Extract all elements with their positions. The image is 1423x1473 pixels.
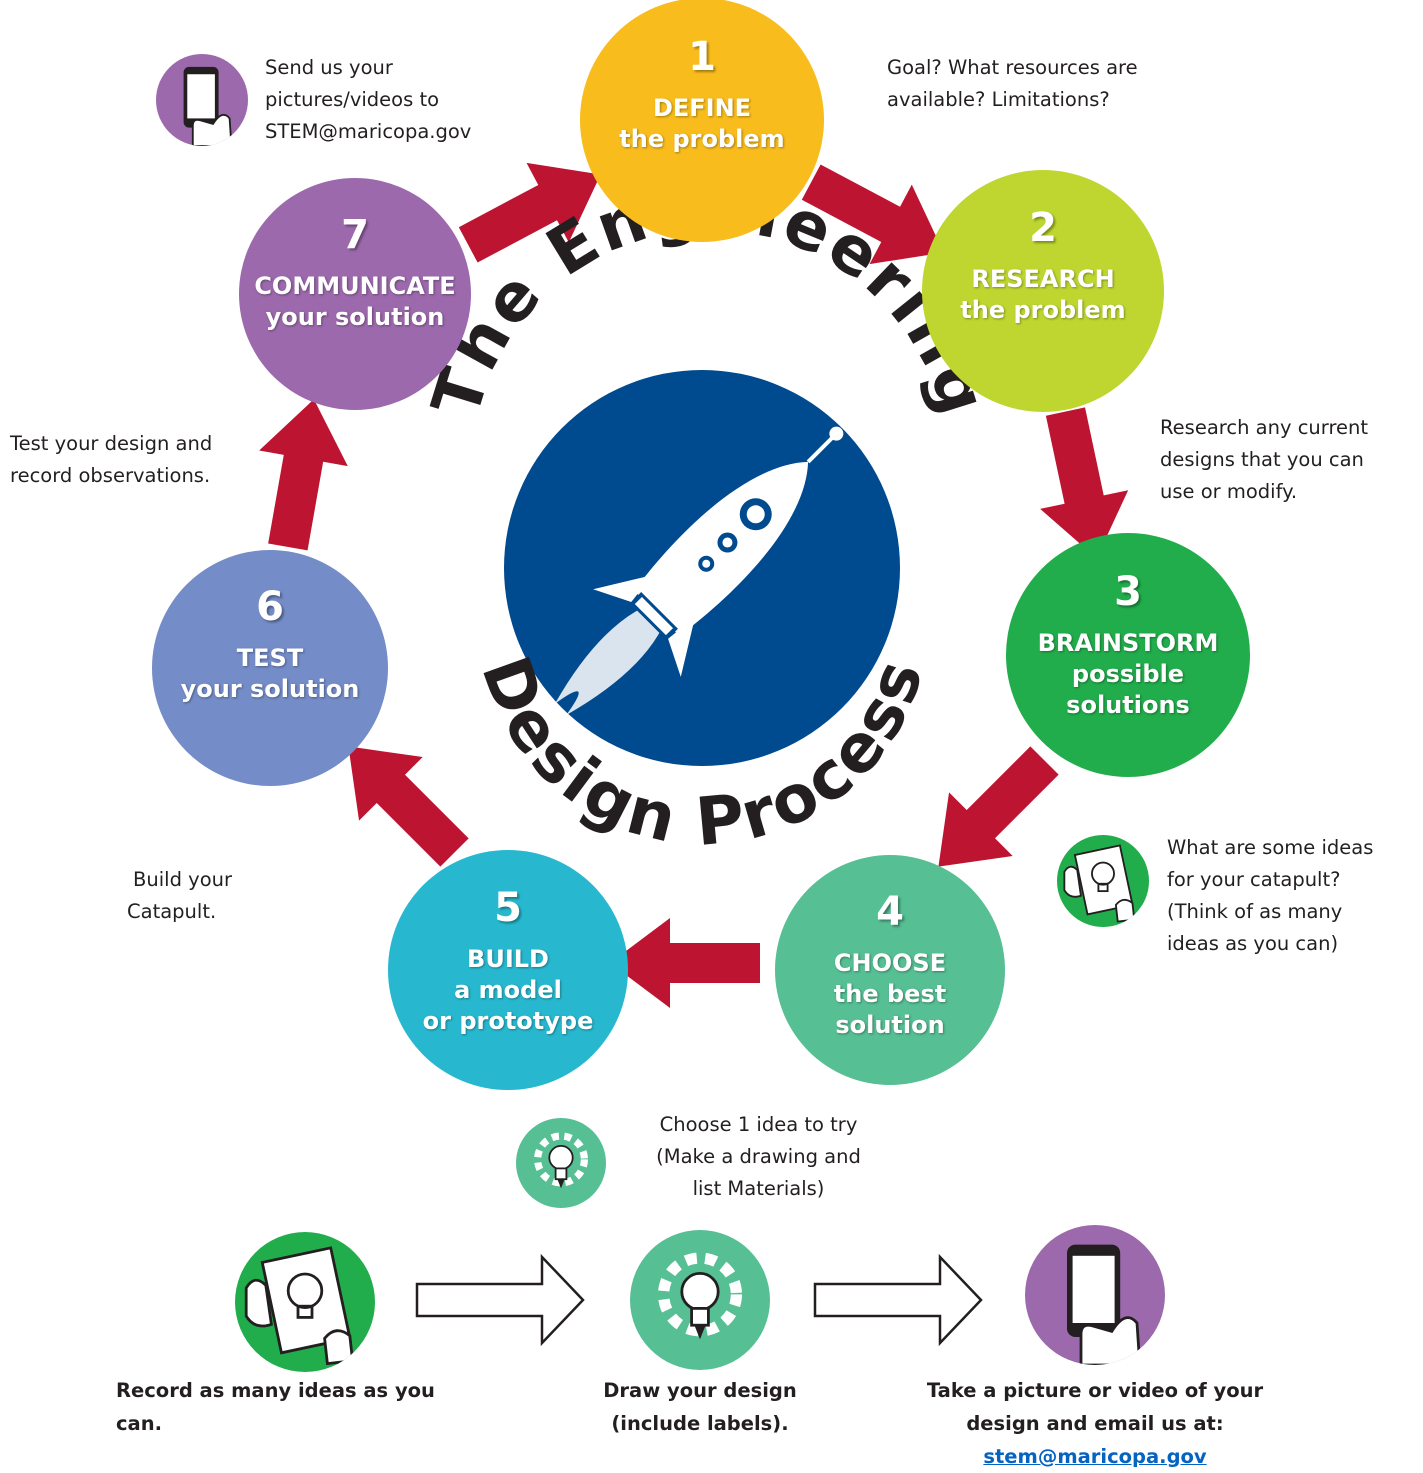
step-title: CHOOSE xyxy=(833,948,947,977)
step-title: BUILD xyxy=(467,945,549,973)
gear-lightbulb-icon xyxy=(516,1118,606,1208)
flow-arrow-2 xyxy=(813,1253,983,1347)
flow-arrow-1 xyxy=(415,1253,585,1347)
step-subtitle: the problem xyxy=(619,124,785,153)
step-title: TEST xyxy=(236,644,304,673)
arrow-4-to-5 xyxy=(610,918,760,1008)
step-number: 7 xyxy=(341,211,369,258)
arrow-2-to-3 xyxy=(1040,407,1129,559)
arrow-5-to-6 xyxy=(348,746,469,867)
step-subtitle: possible xyxy=(1071,659,1185,688)
step-number: 2 xyxy=(1029,205,1057,252)
step-number: 1 xyxy=(688,33,716,80)
rocket-icon xyxy=(554,426,844,716)
step-subtitle: your solution xyxy=(180,675,360,704)
email-link[interactable]: stem@maricopa.gov xyxy=(983,1445,1207,1468)
gear-lightbulb-icon xyxy=(630,1230,770,1370)
arrow-3-to-4 xyxy=(938,746,1059,867)
lightbulb-drawing-icon xyxy=(1057,835,1149,927)
arrow-6-to-7 xyxy=(259,399,348,551)
phone-hand-icon xyxy=(1025,1225,1165,1365)
step-subtitle: or prototype xyxy=(422,1007,594,1035)
step-subtitle: solution xyxy=(835,1010,945,1039)
phone-hand-icon xyxy=(156,54,248,146)
step-title: COMMUNICATE xyxy=(254,271,456,300)
step-number: 3 xyxy=(1114,568,1142,615)
step-subtitle: solutions xyxy=(1066,690,1190,719)
step-number: 5 xyxy=(494,885,522,931)
step-subtitle: your solution xyxy=(265,302,445,331)
step-subtitle: the problem xyxy=(960,296,1126,325)
step-number: 4 xyxy=(876,888,904,935)
lightbulb-drawing-icon xyxy=(235,1232,375,1372)
caption-draw: Draw your design(include labels). xyxy=(603,1379,797,1435)
step-number: 6 xyxy=(256,584,284,631)
arrow-7-to-1 xyxy=(458,162,601,263)
step-title: RESEARCH xyxy=(971,265,1115,294)
arrow-1-to-2 xyxy=(801,164,944,265)
step-title: BRAINSTORM xyxy=(1037,628,1219,657)
step-subtitle: a model xyxy=(454,976,562,1004)
step-subtitle: the best xyxy=(833,979,947,1008)
step-title: DEFINE xyxy=(652,93,752,122)
